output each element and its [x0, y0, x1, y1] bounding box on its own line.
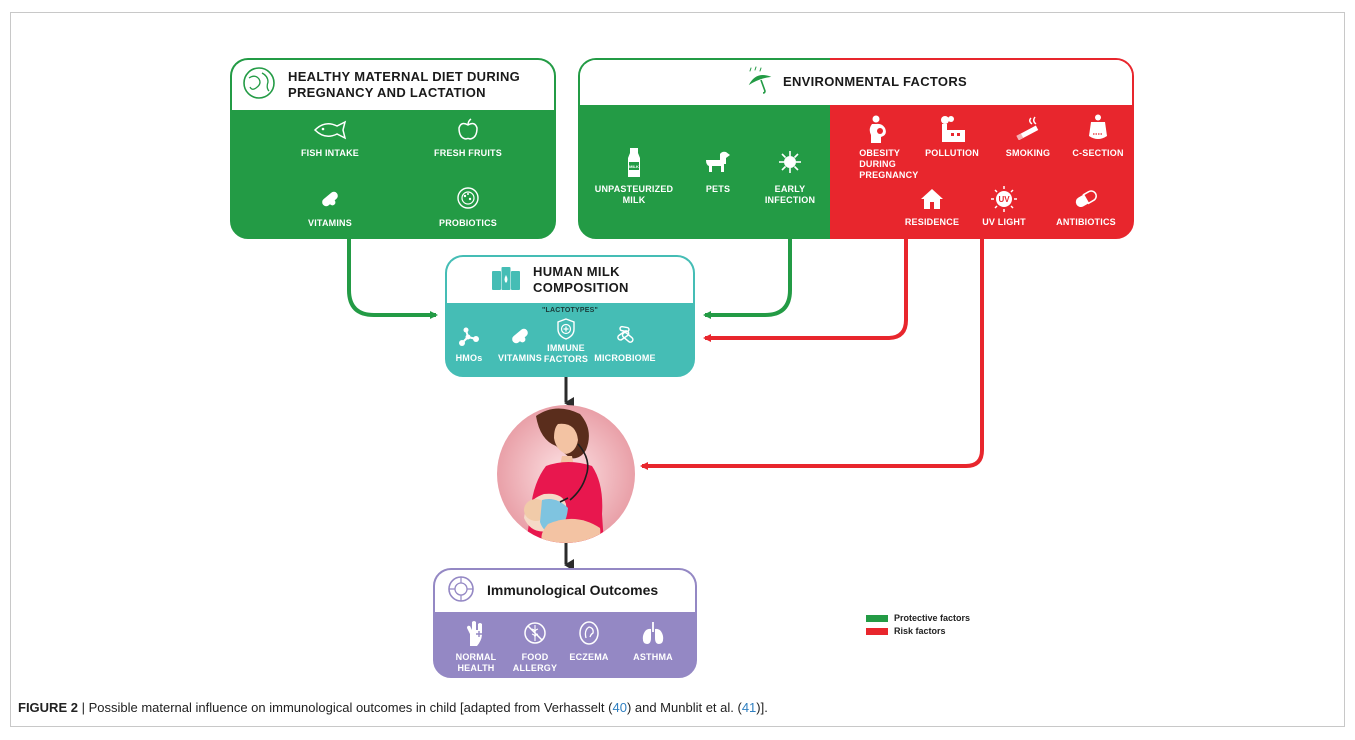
- diet-label-fish: FISH INTAKE: [300, 148, 360, 158]
- arrow-env-protective-to-milk: [703, 238, 792, 319]
- caption-text-c: )].: [756, 700, 768, 715]
- factory-icon: [937, 116, 967, 142]
- milk-bottle-icon: MILK: [626, 148, 642, 178]
- milk-jars-icon: [491, 265, 521, 296]
- caption-text-a: Possible maternal influence on immunolog…: [88, 700, 613, 715]
- lactotypes-label: "LACTOTYPES": [542, 307, 598, 314]
- legend-protective: Protective factors: [866, 613, 970, 623]
- uv-sun-icon: UV: [991, 186, 1017, 212]
- virus-icon: [778, 150, 802, 174]
- bacteria-icon: [614, 325, 636, 347]
- svg-text:MILK: MILK: [629, 164, 639, 169]
- diet-label-vitamins: VITAMINS: [308, 218, 352, 228]
- cigarette-icon: [1014, 116, 1042, 140]
- milk-title: HUMAN MILK COMPOSITION: [533, 263, 629, 295]
- pregnant-icon: [866, 115, 888, 143]
- environmental-title: ENVIRONMENTAL FACTORS: [783, 74, 967, 90]
- diet-label-fruits: FRESH FRUITS: [434, 148, 502, 158]
- legend-risk-label: Risk factors: [894, 626, 946, 636]
- health-hand-icon: [465, 620, 487, 646]
- pill-icon: [1073, 188, 1099, 210]
- capsule-icon: [509, 325, 531, 347]
- c-section-icon: [1086, 114, 1110, 142]
- caption-figure-number: FIGURE 2: [18, 700, 78, 715]
- outcome-label-asthma: ASTHMA: [633, 652, 673, 662]
- legend-swatch-red: [866, 627, 888, 635]
- caption-ref-41[interactable]: 41: [741, 700, 757, 715]
- caption-text-b: ) and Munblit et al. (: [626, 700, 742, 715]
- diet-globe-icon: [242, 66, 276, 105]
- outcomes-title: Immunological Outcomes: [487, 582, 659, 599]
- milk-label-microbiome: MICROBIOME: [594, 353, 656, 363]
- probiotic-icon: [456, 186, 480, 210]
- risk-label-antibiotics: ANTIBIOTICS: [1056, 217, 1116, 227]
- milk-composition-box: HUMAN MILK COMPOSITION "LACTOTYPES" HMOs…: [445, 255, 695, 377]
- capsule-icon: [319, 188, 341, 210]
- risk-label-uv-light: UV LIGHT: [982, 217, 1026, 227]
- dog-icon: [704, 150, 732, 174]
- umbrella-icon: [745, 66, 775, 99]
- no-wheat-icon: [523, 620, 547, 646]
- outcome-label-eczema: ECZEMA: [569, 652, 609, 662]
- caption-ref-40[interactable]: 40: [612, 700, 627, 715]
- arrow-risk-to-infant: [640, 238, 984, 470]
- legend-swatch-green: [866, 614, 888, 622]
- svg-text:UV: UV: [998, 195, 1010, 204]
- env-label-pets: PETS: [705, 184, 731, 194]
- risk-label-pollution: POLLUTION: [925, 148, 979, 158]
- house-icon: [920, 188, 944, 210]
- milk-label-hmos: HMOs: [455, 353, 483, 363]
- environmental-header: ENVIRONMENTAL FACTORS: [580, 60, 1132, 105]
- molecule-icon: [458, 327, 480, 347]
- risk-label-residence: RESIDENCE: [904, 217, 960, 227]
- diet-title: HEALTHY MATERNAL DIET DURING PREGNANCY A…: [288, 68, 521, 100]
- arrow-risk-to-milk: [703, 238, 908, 342]
- figure-frame: [10, 12, 1345, 727]
- risk-label-smoking: SMOKING: [1005, 148, 1051, 158]
- legend-risk: Risk factors: [866, 626, 946, 636]
- ear-eczema-icon: [578, 620, 600, 646]
- arrow-diet-to-milk: [347, 238, 438, 319]
- immune-cell-icon: [447, 575, 475, 608]
- figure-caption: FIGURE 2 | Possible maternal influence o…: [18, 700, 768, 715]
- lungs-icon: [640, 620, 666, 646]
- diet-label-probiotics: PROBIOTICS: [438, 218, 498, 228]
- risk-label-c-section: C-SECTION: [1072, 148, 1124, 158]
- shield-icon: [556, 318, 576, 340]
- apple-icon: [456, 118, 480, 142]
- healthy-diet-box: HEALTHY MATERNAL DIET DURING PREGNANCY A…: [230, 58, 556, 239]
- fish-icon: [313, 120, 347, 140]
- milk-label-vitamins: VITAMINS: [498, 353, 542, 363]
- legend-protective-label: Protective factors: [894, 613, 971, 623]
- mother-breastfeeding-illustration: [496, 404, 636, 544]
